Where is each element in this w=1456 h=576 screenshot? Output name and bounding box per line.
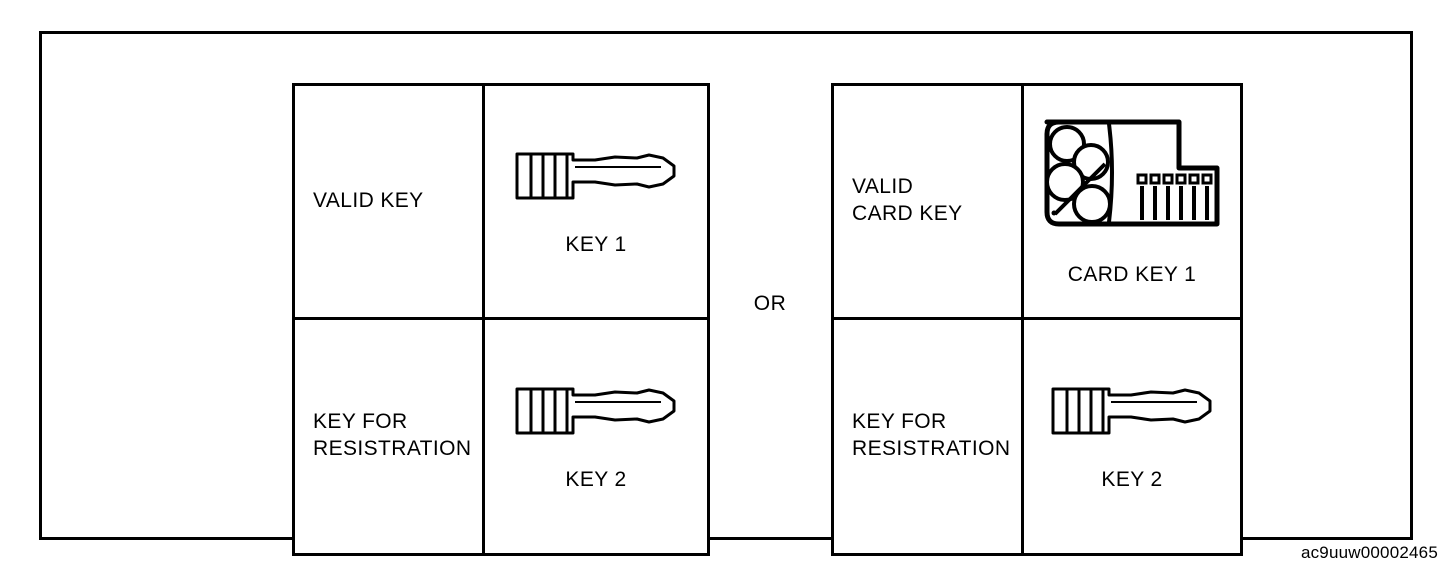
cell-key-for-registration-label-left: KEY FOR RESISTRATION: [295, 319, 485, 553]
valid-key-table: VALID KEY: [292, 83, 710, 556]
cell-valid-key-art: KEY 1: [485, 86, 707, 320]
valid-key-label: VALID KEY: [313, 188, 424, 212]
cell-card-key-art: CARD KEY 1: [1024, 86, 1240, 320]
valid-card-key-table: VALID CARD KEY: [831, 83, 1243, 556]
key-for-registration-label-left: KEY FOR RESISTRATION: [313, 410, 472, 461]
key-icon: [1047, 381, 1217, 446]
cell-valid-key-label: VALID KEY: [295, 86, 485, 320]
card-key-icon: [1037, 116, 1227, 241]
card-key-1-caption: CARD KEY 1: [1067, 262, 1197, 286]
cell-valid-card-key-label: VALID CARD KEY: [834, 86, 1024, 320]
key-icon: [511, 381, 681, 446]
key-2-caption-left: KEY 2: [565, 467, 627, 491]
key-icon: [511, 146, 681, 211]
cell-key-for-registration-label-right: KEY FOR RESISTRATION: [834, 319, 1024, 553]
key-for-registration-label-right: KEY FOR RESISTRATION: [852, 410, 1011, 461]
key-1-caption: KEY 1: [565, 232, 627, 256]
valid-card-key-label: VALID CARD KEY: [852, 175, 963, 226]
diagram-outer-frame: VALID KEY: [39, 31, 1413, 556]
cell-key-2-art-left: KEY 2: [485, 320, 707, 554]
or-separator-label: OR: [753, 292, 787, 315]
image-watermark: ac9uuw00002465: [1300, 543, 1438, 562]
key-2-caption-right: KEY 2: [1101, 467, 1163, 491]
cell-key-2-art-right: KEY 2: [1024, 320, 1240, 554]
